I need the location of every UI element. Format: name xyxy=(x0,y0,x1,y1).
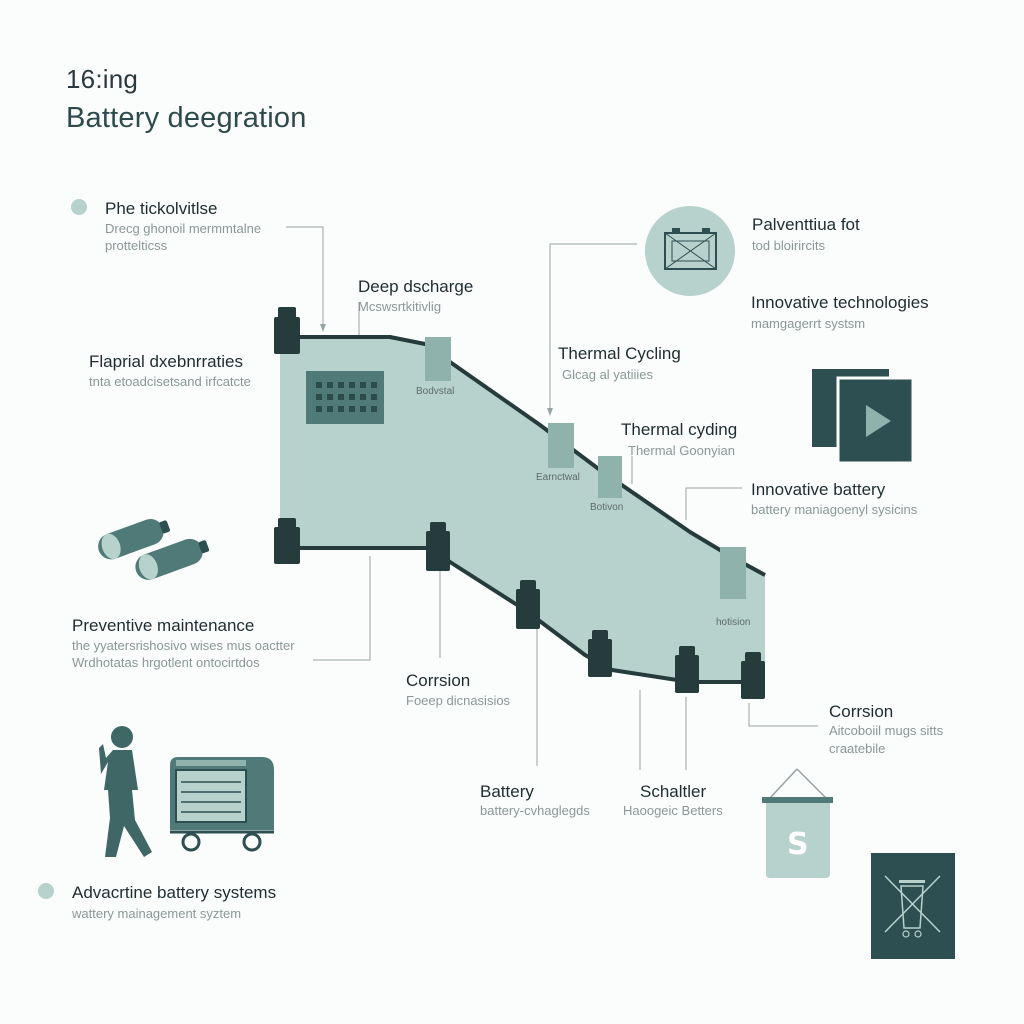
terminal-cap xyxy=(679,646,695,656)
module-block xyxy=(425,337,451,381)
label-battery-heading: Battery xyxy=(480,782,534,801)
cell-dot xyxy=(371,406,377,412)
label-battery-sub1: battery-cvhaglegds xyxy=(480,803,590,818)
terminal xyxy=(426,531,450,571)
cell-dot xyxy=(327,382,333,388)
label-corrosion1-heading: Corrsion xyxy=(406,671,471,690)
money-bag-icon xyxy=(762,768,833,878)
cell-grid-chip xyxy=(306,371,384,424)
cell-dot xyxy=(316,394,322,400)
label-schaltler-heading: Schaltler xyxy=(640,782,707,801)
play-icon xyxy=(812,369,915,465)
page-title-line2: Battery deegration xyxy=(66,102,307,134)
label-phe-heading: Phe tickolvitlse xyxy=(105,199,218,218)
band-top-edge xyxy=(292,335,766,577)
label-advanced-heading: Advacrtine battery systems xyxy=(72,883,277,902)
page-title-line1: 16:ing xyxy=(66,64,139,94)
cell-dot xyxy=(360,382,366,388)
label-innovbat-heading: Innovative battery xyxy=(751,480,886,499)
terminal-cap xyxy=(592,630,608,640)
label-thermal1-sub1: Glcag al yatiiies xyxy=(562,367,654,382)
label-thermal2-sub1: Thermal Goonyian xyxy=(628,443,735,458)
label-innovbat-sub1: battery maniagoenyl sysicins xyxy=(751,502,918,517)
terminal-cap xyxy=(430,522,446,532)
label-paventia-heading: Palventtiua fot xyxy=(752,215,860,234)
terminal-cap xyxy=(278,307,296,319)
module-label-bodvstal: Bodvstal xyxy=(416,386,455,397)
terminal xyxy=(274,317,300,354)
label-thermal2-heading: Thermal cyding xyxy=(621,420,738,439)
charging-cart-icon xyxy=(170,757,274,852)
band-terminals xyxy=(274,307,765,699)
terminal xyxy=(274,527,300,564)
cell-dot xyxy=(338,394,344,400)
cell-dot xyxy=(371,382,377,388)
label-planar-heading: Flaprial dxebnrraties xyxy=(89,352,244,371)
cylinder-cells-icon xyxy=(98,519,210,580)
cell-dot xyxy=(338,382,344,388)
label-corrosion2-sub2: craatebile xyxy=(829,741,886,756)
dot-icon xyxy=(71,199,87,215)
cell-dot xyxy=(371,394,377,400)
terminal xyxy=(516,589,540,629)
label-innovtech-heading: Innovative technologies xyxy=(751,293,929,312)
cell-dot xyxy=(327,406,333,412)
label-preventive-heading: Preventive maintenance xyxy=(72,616,255,635)
terminal-cap xyxy=(278,518,296,528)
cell-dot xyxy=(349,394,355,400)
person-icon xyxy=(99,726,152,857)
cell-dot xyxy=(349,406,355,412)
cell-dot xyxy=(316,382,322,388)
label-schaltler-sub1: Haoogeic Betters xyxy=(623,803,723,818)
label-deep-sub1: Mcswsrtkitivlig xyxy=(358,299,442,314)
cell-dot xyxy=(327,394,333,400)
cell-dot xyxy=(316,406,322,412)
bag-symbol: S xyxy=(787,827,809,862)
label-planar-sub1: tnta etoadcisetsand irfcatcte xyxy=(89,374,251,389)
cell-dot xyxy=(349,382,355,388)
label-paventia-sub1: tod bloirircits xyxy=(752,238,825,253)
label-phe-sub2: prottelticss xyxy=(105,238,168,253)
terminal xyxy=(675,655,699,693)
label-thermal1-heading: Thermal Cycling xyxy=(558,344,681,363)
terminal-cap xyxy=(745,652,761,662)
terminal xyxy=(741,661,765,699)
label-corrosion2-heading: Corrsion xyxy=(829,702,894,721)
label-preventive-sub2: Wrdhotatas hrgotlent ontocirtdos xyxy=(72,655,260,670)
cell-dot xyxy=(360,394,366,400)
label-corrosion1-sub1: Foeep dicnasisios xyxy=(406,693,511,708)
cell-dot xyxy=(360,406,366,412)
label-preventive-sub1: the yyatersrishosivo wises mus oactter xyxy=(72,638,295,653)
label-innovtech-sub1: mamgagerrt systsm xyxy=(751,316,866,331)
terminal xyxy=(588,639,612,677)
no-bin-icon xyxy=(871,853,955,959)
battery-icon xyxy=(645,206,735,296)
band-modules xyxy=(425,337,746,599)
dot-icon xyxy=(38,883,54,899)
label-advanced-sub1: wattery mainagement syztem xyxy=(72,906,242,921)
module-label-botivon: Botivon xyxy=(590,502,624,513)
label-phe-sub1: Drecg ghonoil mermmtalne xyxy=(105,221,262,236)
module-label-earnctwal: Earnctwal xyxy=(536,472,580,483)
cell-dot xyxy=(338,406,344,412)
battery-pack-band xyxy=(280,337,765,685)
module-block xyxy=(598,456,622,498)
label-deep-heading: Deep dscharge xyxy=(358,277,474,296)
label-corrosion2-sub1: Aitcoboiil mugs sitts xyxy=(829,723,944,738)
module-label-hotision: hotision xyxy=(716,617,751,628)
module-block xyxy=(548,423,574,468)
terminal-cap xyxy=(520,580,536,590)
module-block xyxy=(720,547,746,599)
